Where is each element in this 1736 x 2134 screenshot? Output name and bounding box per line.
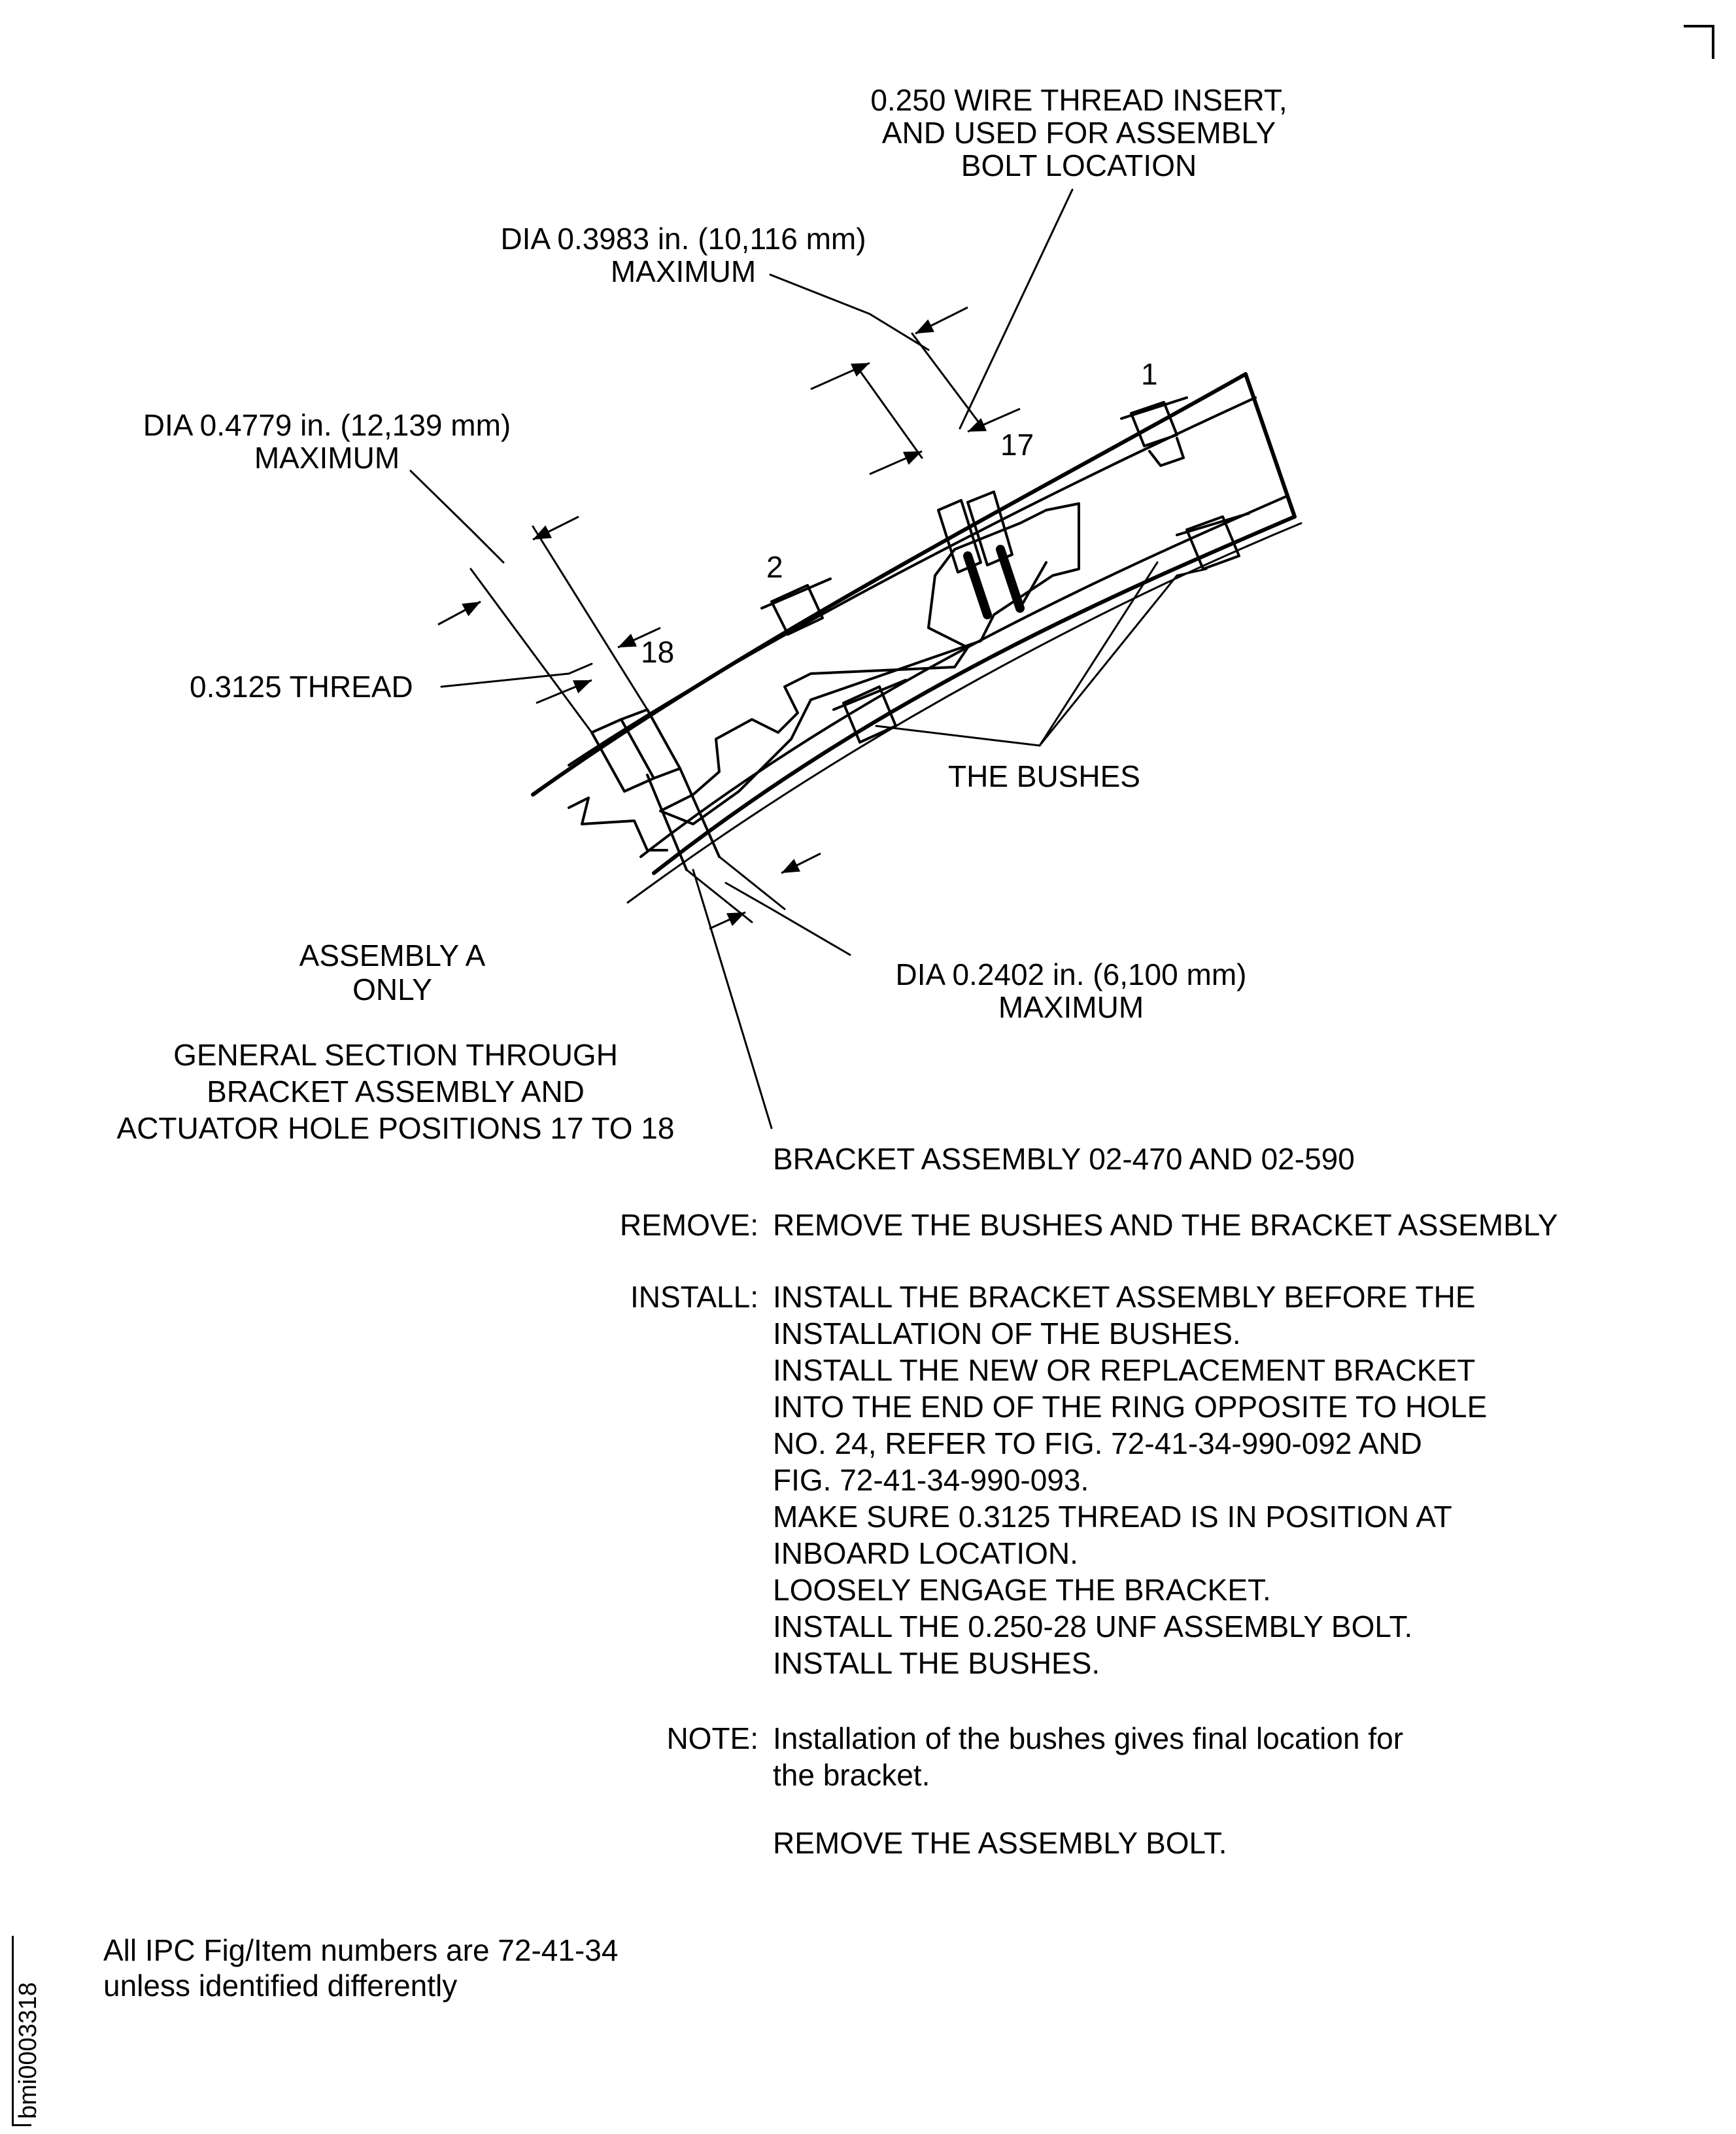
install-text: INSTALL THE BRACKET ASSEMBLY BEFORE THE … — [773, 1280, 1488, 1680]
dim-arrow-17-left — [869, 450, 923, 475]
callout-dia-3983: DIA 0.3983 in. (10,116 mm) MAXIMUM — [500, 222, 866, 288]
ring-inner-line — [652, 515, 1297, 875]
item-number-17: 17 — [1000, 428, 1034, 462]
callout-thread: 0.3125 THREAD — [190, 670, 413, 704]
corner-mark — [1684, 25, 1714, 59]
bush-middle — [832, 679, 907, 744]
item-number-2: 2 — [766, 550, 783, 584]
assembly-bolt-17 — [937, 490, 1047, 619]
ext-3983-b — [911, 332, 982, 426]
bush-upper-right — [1176, 512, 1250, 570]
ring-inner-inner-line — [639, 496, 1286, 858]
remove-term: REMOVE: — [619, 1208, 758, 1242]
leader-bushes-1 — [875, 725, 1041, 747]
ext-4779-a — [469, 568, 593, 734]
dim-arrow-2402-right — [781, 852, 821, 874]
doc-id-rule — [12, 1936, 14, 2125]
leader-bushes-3 — [1038, 568, 1208, 747]
doc-id-rule-foot — [12, 2124, 31, 2126]
dim-arrow-18-left — [536, 679, 592, 704]
install-term: INSTALL: — [630, 1280, 758, 1314]
bolt-hole-18 — [590, 708, 721, 871]
leader-dia-2402 — [724, 882, 851, 956]
leader-bushes-2 — [1038, 561, 1159, 747]
item-number-1: 1 — [1141, 357, 1158, 391]
remove-text: REMOVE THE BUSHES AND THE BRACKET ASSEMB… — [773, 1208, 1558, 1242]
assembly-a-note: ASSEMBLY A ONLY — [299, 938, 486, 1007]
leader-bracket — [692, 869, 773, 1129]
note-text: Installation of the bushes gives final l… — [773, 1721, 1404, 1792]
leader-thread — [440, 663, 593, 688]
bush-2 — [760, 577, 832, 636]
document-id: bmi0003318 — [14, 1982, 42, 2119]
ext-2402-b — [718, 855, 786, 910]
ext-4779-b — [532, 525, 649, 711]
dim-arrow-3983-left — [810, 362, 870, 390]
ring-outer-line — [531, 372, 1248, 797]
dim-arrow-4779-right — [532, 515, 579, 541]
ring-outer-inner-line — [568, 396, 1257, 766]
bracket-body — [659, 502, 1080, 825]
dim-arrow-4779-left — [437, 600, 481, 626]
callout-dia-4779: DIA 0.4779 in. (12,139 mm) MAXIMUM — [143, 408, 511, 475]
dim-arrow-17-right — [967, 407, 1021, 433]
callout-dia-2402: DIA 0.2402 in. (6,100 mm) MAXIMUM — [895, 957, 1247, 1024]
section-title: GENERAL SECTION THROUGH BRACKET ASSEMBLY… — [116, 1038, 675, 1145]
leader-dia-4779 — [409, 470, 505, 564]
callout-bushes: THE BUSHES — [948, 759, 1140, 793]
ring-end-cap — [1244, 372, 1297, 519]
callout-wire-thread-insert: 0.250 WIRE THREAD INSERT, AND USED FOR A… — [870, 83, 1287, 182]
bracket-web — [568, 797, 668, 852]
footer-note: All IPC Fig/Item numbers are 72-41-34 un… — [103, 1933, 619, 2003]
bush-1 — [1120, 396, 1188, 467]
note-term: NOTE: — [666, 1721, 758, 1755]
dim-arrow-2402-left — [709, 911, 746, 930]
dim-arrow-18-right — [617, 627, 661, 649]
callout-bracket-assembly: BRACKET ASSEMBLY 02-470 AND 02-590 — [773, 1142, 1355, 1176]
leader-insert — [959, 188, 1074, 430]
dim-arrow-3983-right — [915, 306, 968, 335]
leader-dia-3983 — [769, 273, 930, 351]
item-number-18: 18 — [641, 635, 675, 669]
ext-3983-a — [855, 365, 923, 459]
final-step: REMOVE THE ASSEMBLY BOLT. — [773, 1826, 1227, 1860]
ring-lower-line — [626, 522, 1302, 904]
